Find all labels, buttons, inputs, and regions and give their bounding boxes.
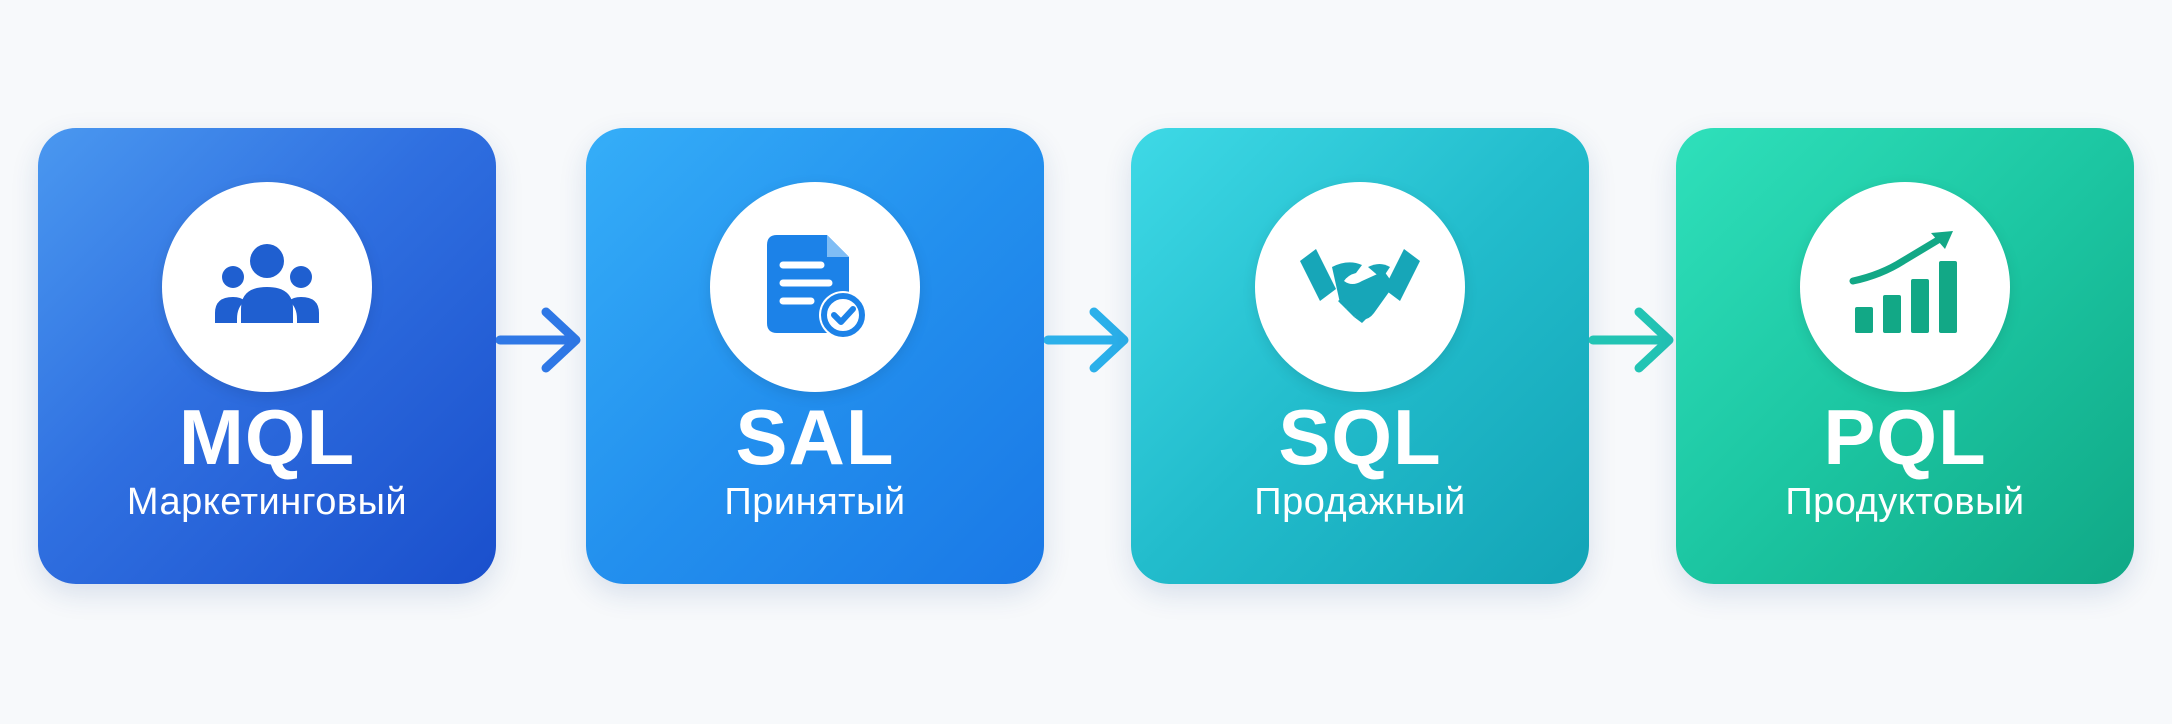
growth-chart-icon	[1849, 231, 1957, 333]
stage-label: Продажный	[1254, 481, 1466, 523]
stage-abbr: MQL	[178, 393, 356, 481]
stage-card-mql: MQL Маркетинговый	[38, 128, 496, 584]
stage-abbr: PQL	[1823, 393, 1987, 481]
arrow-right-icon	[1044, 307, 1129, 373]
icon-circle	[1800, 182, 2010, 392]
stage-label: Маркетинговый	[126, 481, 408, 523]
arrow-right-icon	[1589, 307, 1674, 373]
arrow-right-icon	[496, 307, 581, 373]
stage-label: Продуктовый	[1785, 481, 2025, 523]
icon-circle	[710, 182, 920, 392]
users-group-icon	[215, 244, 319, 323]
icon-circle	[162, 182, 372, 392]
stage-card-sal: SAL Принятый	[586, 128, 1044, 584]
handshake-icon	[1300, 249, 1420, 323]
stage-label: Принятый	[724, 481, 906, 523]
document-check-icon	[767, 235, 867, 339]
icon-circle	[1255, 182, 1465, 392]
stage-card-sql: SQL Продажный	[1131, 128, 1589, 584]
stage-abbr: SAL	[735, 393, 895, 481]
stage-card-pql: PQL Продуктовый	[1676, 128, 2134, 584]
stage-abbr: SQL	[1278, 393, 1442, 481]
